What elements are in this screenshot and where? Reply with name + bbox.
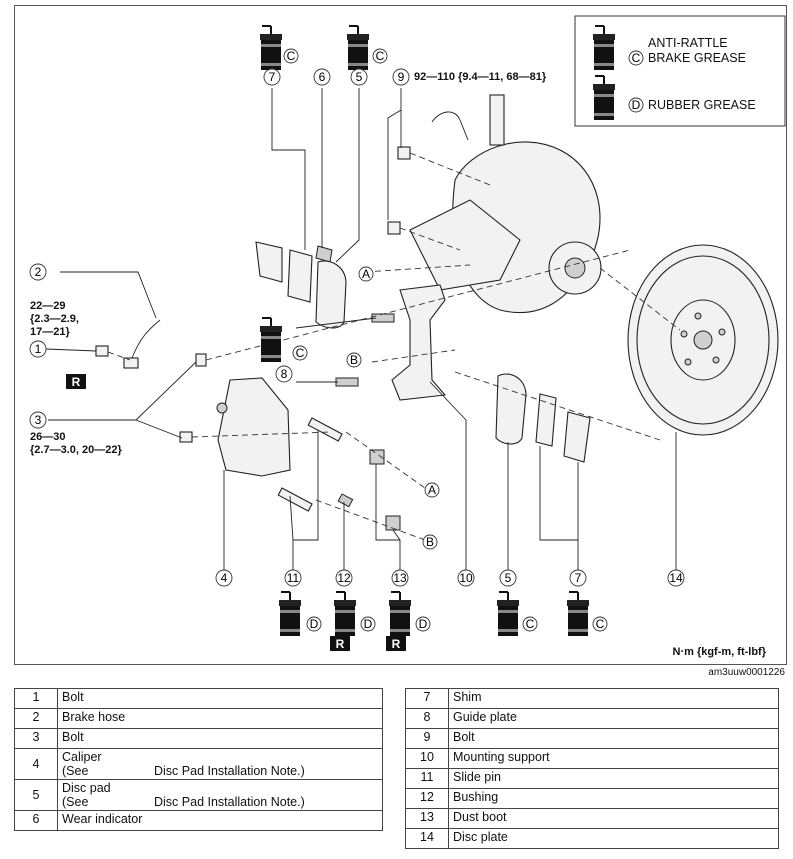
connector-b: B	[426, 535, 434, 549]
callout-5: 5	[505, 571, 512, 585]
callout-9: 9	[398, 70, 405, 84]
callout-5: 5	[356, 70, 363, 84]
brake-hose	[131, 319, 161, 359]
caliper	[216, 377, 291, 477]
connector-a: A	[362, 267, 370, 281]
exploded-brake-diagram: C D ANTI-RATTLE BRAKE GREASE RUBBER GREA…	[29, 15, 786, 658]
grease-type-c: C	[376, 49, 385, 63]
table-row: 6 Wear indicator	[14, 810, 383, 831]
grease-can-icon	[259, 317, 283, 363]
svg-text:R: R	[72, 375, 81, 389]
steering-knuckle	[409, 94, 602, 314]
disc-plate	[627, 244, 779, 436]
shim-upper	[255, 241, 283, 283]
disc-pad-lower	[495, 373, 527, 445]
disc-pad-upper	[315, 260, 347, 329]
svg-text:R: R	[336, 637, 345, 651]
grease-type-c: C	[596, 617, 605, 631]
image-code: am3uuw0001226	[708, 667, 785, 678]
grease-type-d: D	[310, 617, 319, 631]
torque-bolt-3-line2: {2.7—3.0, 20—22}	[30, 444, 122, 456]
torque-bolt-9: 92—110 {9.4—11, 68—81}	[414, 71, 547, 83]
torque-bolt-3-line1: 26—30	[30, 431, 65, 443]
callout-4: 4	[221, 571, 228, 585]
grease-type-d: D	[364, 617, 373, 631]
bolt-9-upper	[397, 146, 411, 160]
caliper-note-link[interactable]: Disc Pad Installation Note.)	[154, 764, 305, 778]
slide-pin-lower	[277, 487, 313, 512]
connector-b: B	[350, 353, 358, 367]
mounting-support	[335, 284, 447, 401]
shim-lower-inner	[535, 393, 557, 447]
torque-bolt-1-line1: 22—29	[30, 300, 65, 312]
torque-bolt-1-line2: {2.3—2.9,	[30, 313, 79, 325]
grease-type-d: D	[419, 617, 428, 631]
legend-d-label: RUBBER GREASE	[648, 98, 756, 112]
callout-7: 7	[269, 70, 276, 84]
shim-lower-outer	[563, 411, 591, 463]
legend-c-line2: BRAKE GREASE	[648, 51, 746, 65]
wear-indicator	[315, 245, 333, 263]
callout-1: 1	[35, 342, 42, 356]
unit-note: N·m {kgf-m, ft-lbf}	[673, 646, 767, 658]
disc-pad-note-link[interactable]: Disc Pad Installation Note.)	[154, 795, 305, 809]
grease-can-icon	[259, 25, 283, 71]
bolt-3-lower	[179, 431, 193, 443]
callout-3: 3	[35, 413, 42, 427]
grease-can-icon	[278, 591, 302, 637]
replace-mark: R	[330, 636, 350, 651]
legend-letter-d: D	[632, 98, 641, 112]
grease-type-c: C	[526, 617, 535, 631]
grease-type-c: C	[287, 49, 296, 63]
callout-13: 13	[393, 571, 407, 585]
bushing	[337, 493, 354, 508]
grease-can-icon	[388, 591, 412, 637]
table-row: 2 Brake hose	[14, 708, 383, 729]
torque-bolt-1-line3: 17—21}	[30, 326, 70, 338]
callout-8: 8	[281, 367, 288, 381]
callout-7: 7	[575, 571, 582, 585]
grease-type-c: C	[296, 346, 305, 360]
grease-can-icon	[566, 591, 590, 637]
callout-14: 14	[669, 571, 683, 585]
callout-12: 12	[337, 571, 351, 585]
legend-letter-c: C	[632, 51, 641, 65]
svg-text:R: R	[392, 637, 401, 651]
bolt-9-lower	[387, 221, 401, 235]
grease-can-icon	[333, 591, 357, 637]
table-row: 3 Bolt	[14, 728, 383, 749]
table-row: 1 Bolt	[14, 688, 383, 709]
bolt-1	[95, 345, 109, 357]
grease-can-icon	[346, 25, 370, 71]
bolt-3-upper	[195, 353, 207, 367]
replace-mark: R	[386, 636, 406, 651]
grease-can-icon	[496, 591, 520, 637]
slide-pin-upper	[307, 417, 343, 442]
callout-10: 10	[459, 571, 473, 585]
diagram-frame	[14, 5, 787, 665]
legend-c-line1: ANTI-RATTLE	[648, 36, 728, 50]
replace-mark: R	[66, 374, 86, 389]
callout-11: 11	[287, 571, 300, 585]
callout-6: 6	[319, 70, 326, 84]
dust-boot-upper	[369, 449, 385, 465]
connector-a: A	[428, 483, 436, 497]
callout-2: 2	[35, 265, 42, 279]
disc-pad-upper-backing	[287, 249, 313, 303]
parts-table-left: 1 Bolt 2 Brake hose 3 Bolt 4 Caliper (Se…	[14, 688, 383, 831]
